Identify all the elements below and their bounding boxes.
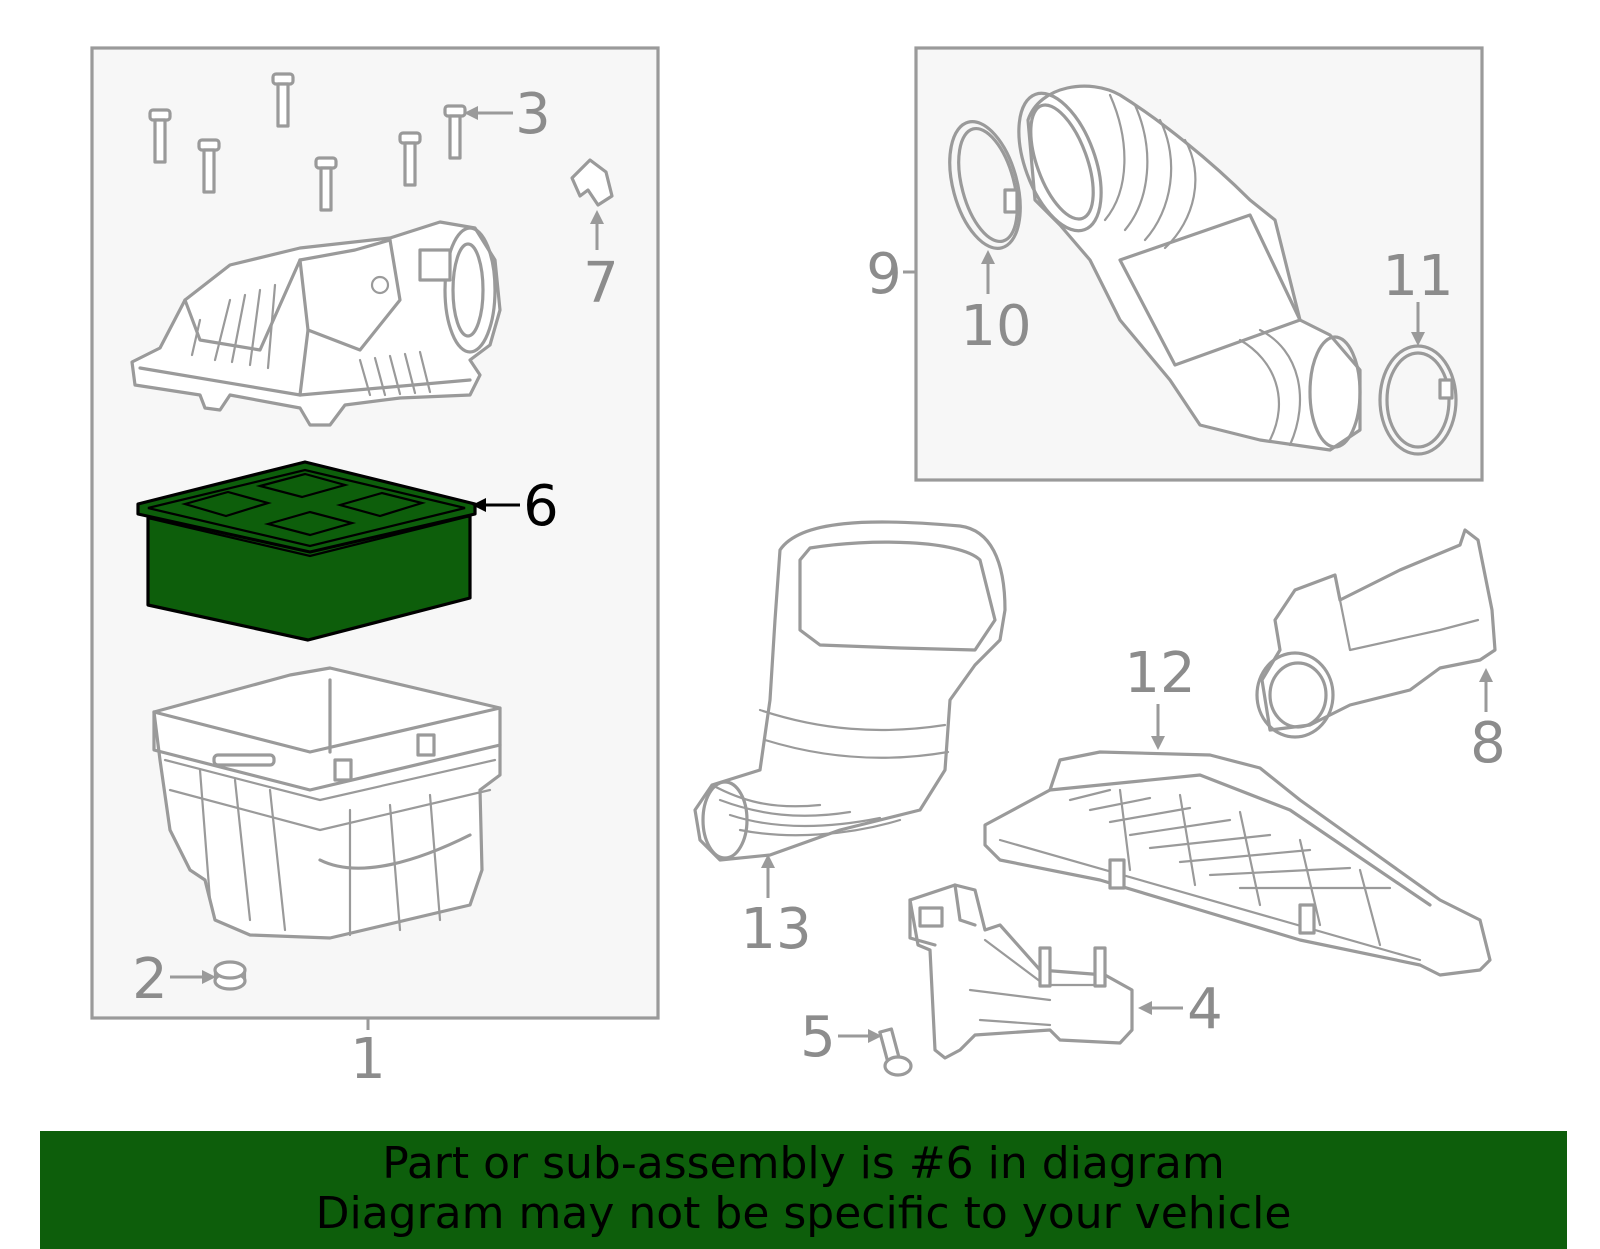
info-banner: Part or sub-assembly is #6 in diagram Di… <box>40 1131 1567 1249</box>
air-cleaner-box <box>152 666 502 940</box>
clamp-part-11 <box>1378 344 1458 456</box>
banner-part-text: Part or sub-assembly is #6 in diagram <box>382 1138 1225 1189</box>
duct-part-8 <box>1255 528 1497 739</box>
callout-9: 9 <box>866 242 902 307</box>
callout-12: 12 <box>1124 641 1195 706</box>
bolt-part-5 <box>878 1027 913 1077</box>
callout-5: 5 <box>800 1005 836 1070</box>
intake-duct-part-12 <box>983 750 1492 977</box>
grommet-part-2 <box>213 960 247 991</box>
outlet-hose <box>1017 84 1362 452</box>
banner-disclaimer-text: Diagram may not be specific to your vehi… <box>315 1188 1292 1239</box>
callout-6: 6 <box>523 474 559 539</box>
leader-lines <box>170 106 1493 1043</box>
callout-10: 10 <box>960 294 1031 359</box>
callout-7: 7 <box>583 251 619 316</box>
clamp-part-10 <box>948 120 1022 250</box>
bracket-part-4 <box>908 883 1134 1060</box>
callout-13: 13 <box>740 897 811 962</box>
callout-11: 11 <box>1382 244 1453 309</box>
callout-2: 2 <box>132 947 168 1012</box>
inlet-duct-part-13 <box>693 520 1007 862</box>
callout-8: 8 <box>1470 711 1506 776</box>
callout-1: 1 <box>350 1027 386 1092</box>
callout-4: 4 <box>1187 977 1223 1042</box>
clip-part-7 <box>570 158 614 207</box>
air-filter-part-6 <box>136 460 477 642</box>
air-cleaner-cover <box>130 220 502 427</box>
callout-3: 3 <box>515 82 551 147</box>
bolts-part-3 <box>148 72 467 212</box>
